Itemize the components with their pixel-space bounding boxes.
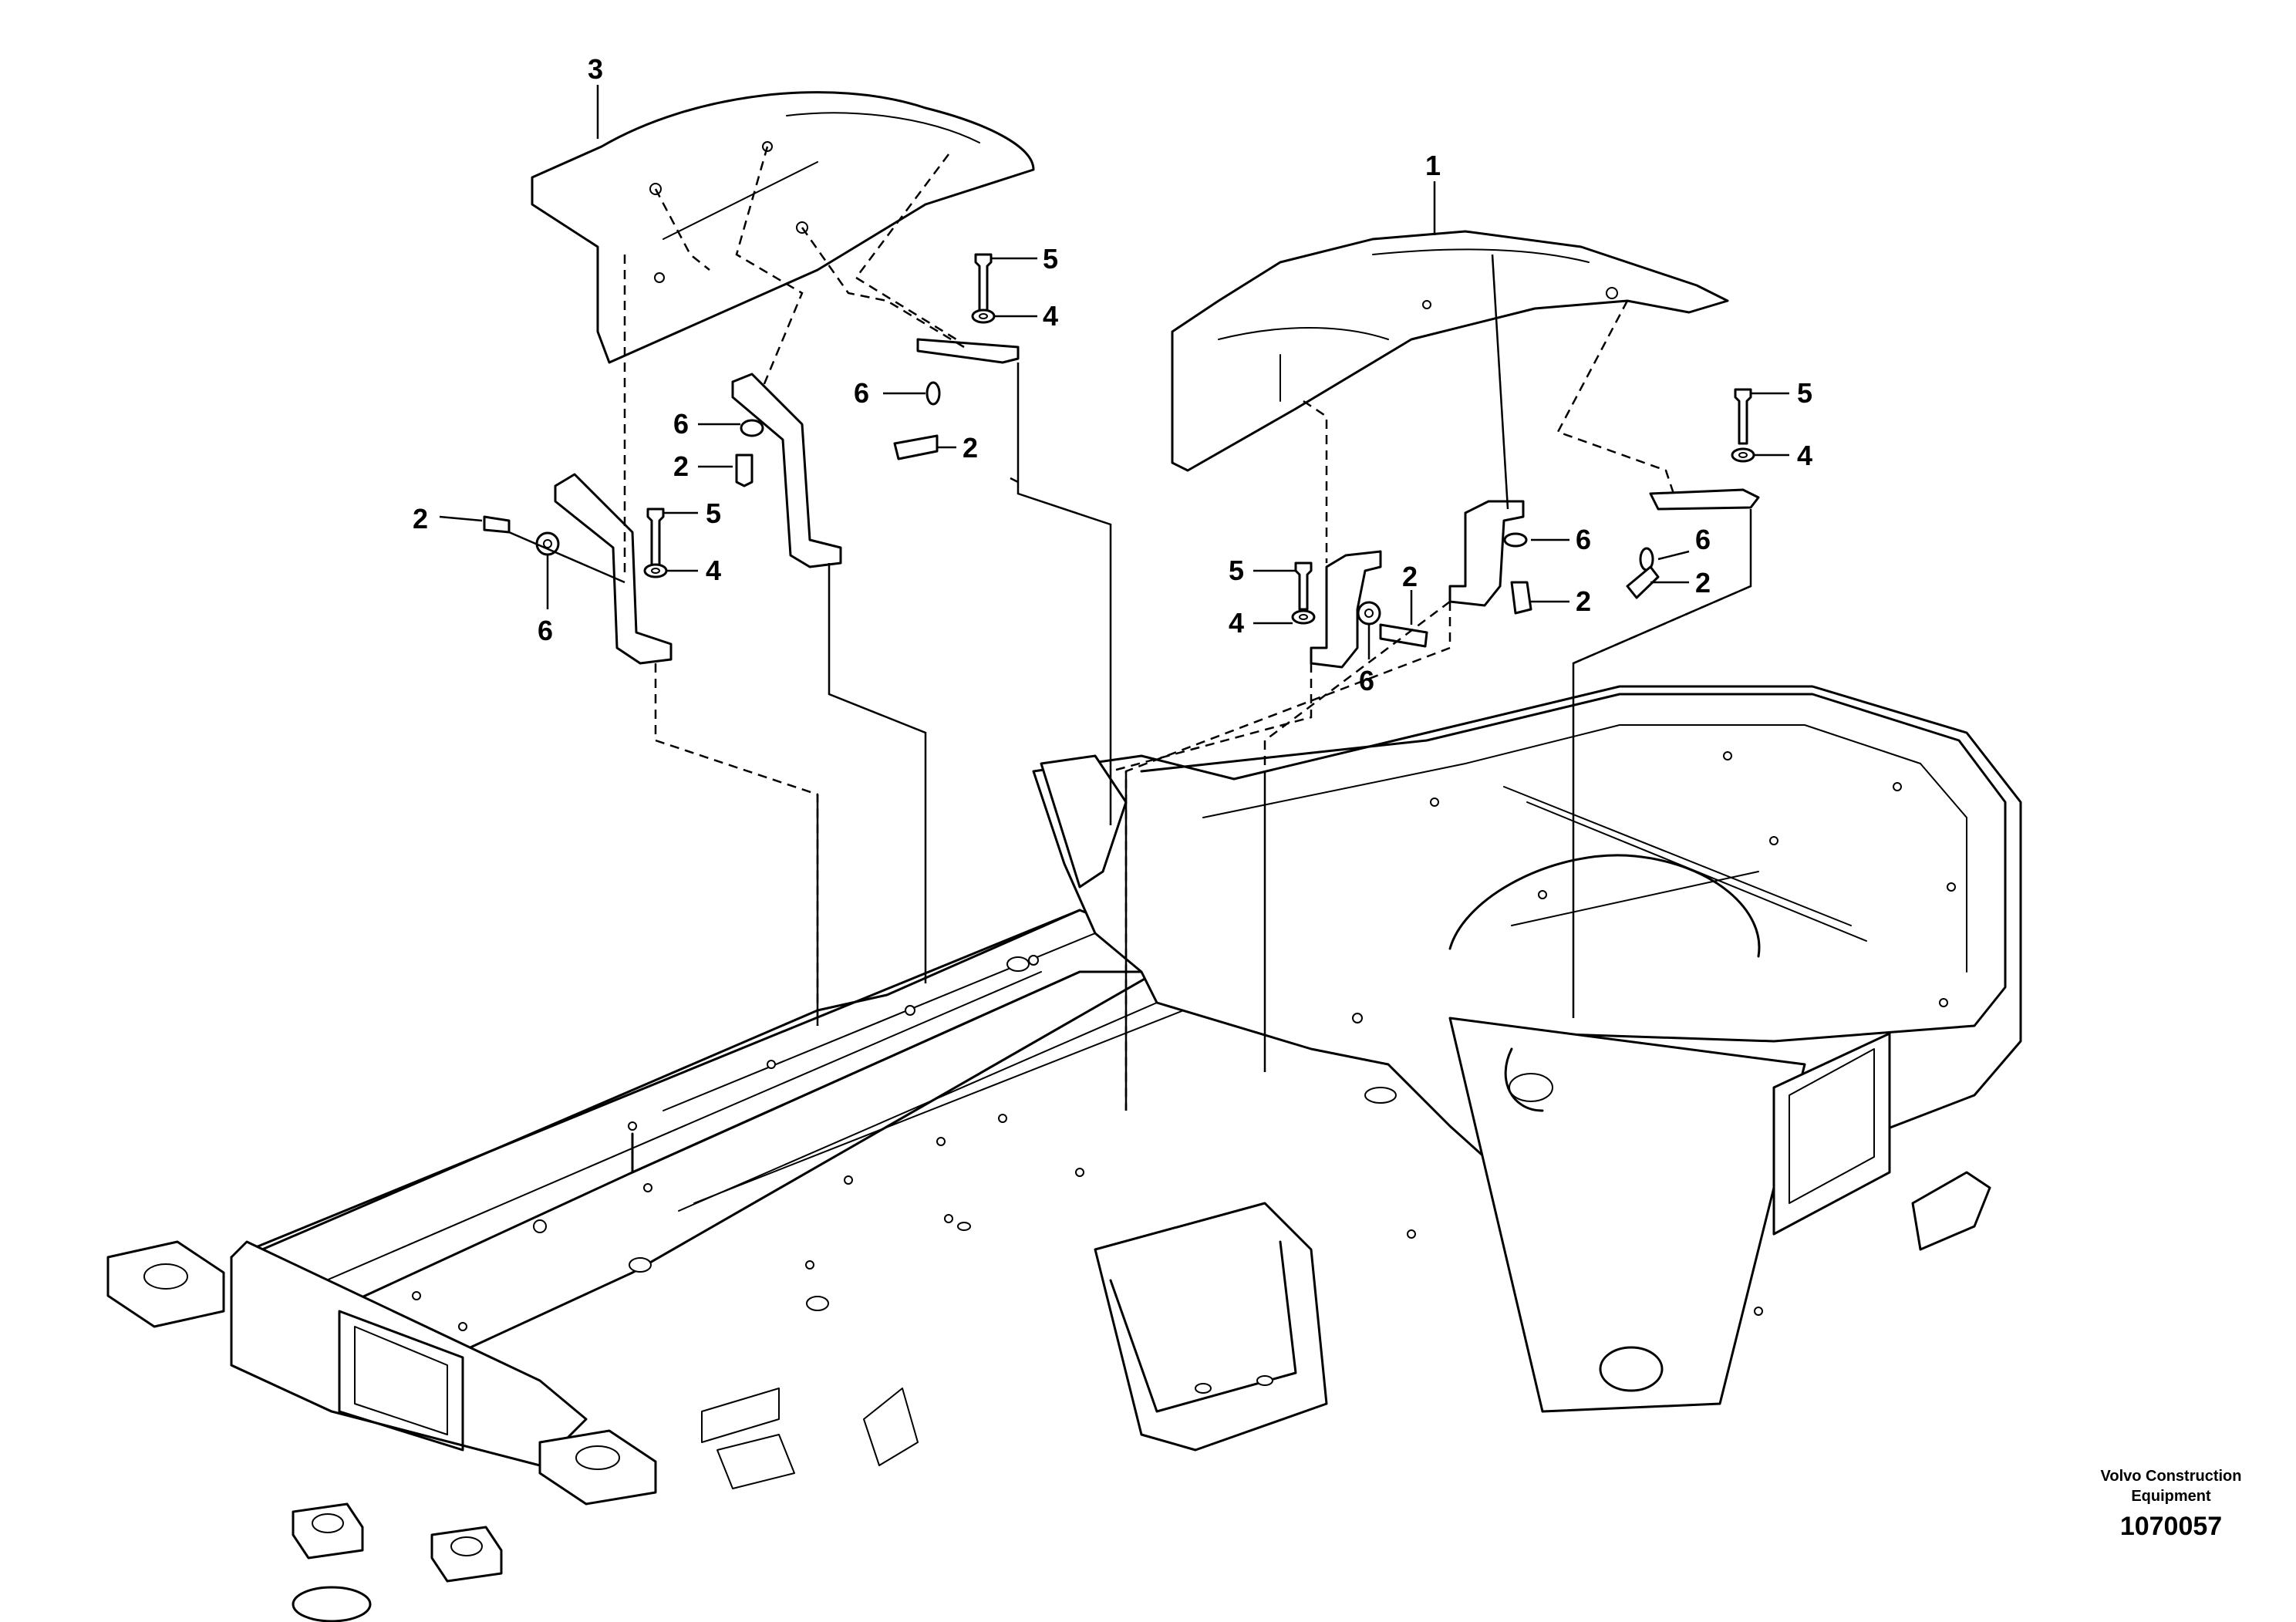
callout-2: 2 xyxy=(1402,561,1418,592)
bolt-icon xyxy=(1734,388,1752,445)
bolt-icon xyxy=(974,253,993,318)
cap-screw-icon xyxy=(483,515,511,534)
callout-6: 6 xyxy=(854,377,869,409)
callout-6: 6 xyxy=(1695,524,1711,555)
callout-6: 6 xyxy=(538,615,553,646)
right-fender-1 xyxy=(1171,230,1729,472)
spacer-icon xyxy=(740,419,764,437)
callout-5: 5 xyxy=(1797,377,1812,409)
cap-screw-icon xyxy=(735,454,754,487)
washer-icon xyxy=(1291,609,1316,625)
callout-1: 1 xyxy=(1425,150,1441,181)
bolt-icon xyxy=(646,508,665,568)
callout-2: 2 xyxy=(413,503,428,534)
left-fender-3 xyxy=(531,91,1035,364)
callout-6: 6 xyxy=(1576,524,1591,555)
callout-5: 5 xyxy=(1043,243,1058,275)
callout-3: 3 xyxy=(588,53,603,85)
brand-line-2: Equipment xyxy=(2131,1488,2211,1505)
cap-screw-icon xyxy=(1626,565,1660,599)
callout-labels: 3 1 5 4 6 2 6 2 2 5 4 6 5 4 6 2 6 2 5 4 … xyxy=(413,53,1812,696)
callout-4: 4 xyxy=(1797,440,1812,471)
callout-5: 5 xyxy=(706,497,721,529)
spacer-icon xyxy=(535,531,560,556)
cap-screw-icon xyxy=(893,434,939,460)
callout-2: 2 xyxy=(1576,585,1591,617)
callout-6: 6 xyxy=(673,408,689,440)
spacer-icon xyxy=(1503,532,1528,548)
spacer-icon xyxy=(1357,601,1381,626)
callout-2: 2 xyxy=(963,432,978,464)
cap-screw-icon xyxy=(1379,623,1428,648)
callout-4: 4 xyxy=(1229,607,1244,639)
assembly-lines xyxy=(623,146,1752,1111)
undercarriage-frame xyxy=(106,685,2022,1622)
hardware xyxy=(483,253,1755,648)
washer-icon xyxy=(971,309,996,324)
callout-2: 2 xyxy=(673,450,689,482)
brand-line-1: Volvo Construction xyxy=(2101,1468,2242,1485)
fender-brackets xyxy=(554,338,1760,669)
callout-6: 6 xyxy=(1359,665,1374,696)
spacer-icon xyxy=(925,381,941,406)
drawing-id-block: Volvo Construction Equipment 1070057 xyxy=(2101,1468,2242,1541)
washer-icon xyxy=(643,563,668,578)
drawing-number: 1070057 xyxy=(2120,1512,2222,1541)
cap-screw-icon xyxy=(1510,581,1532,615)
callout-2: 2 xyxy=(1695,567,1711,599)
callout-4: 4 xyxy=(1043,300,1058,332)
callout-5: 5 xyxy=(1229,555,1244,586)
callout-4: 4 xyxy=(706,555,721,586)
washer-icon xyxy=(1731,447,1755,463)
callout-leaders xyxy=(439,85,1789,659)
bolt-icon xyxy=(1294,561,1313,611)
